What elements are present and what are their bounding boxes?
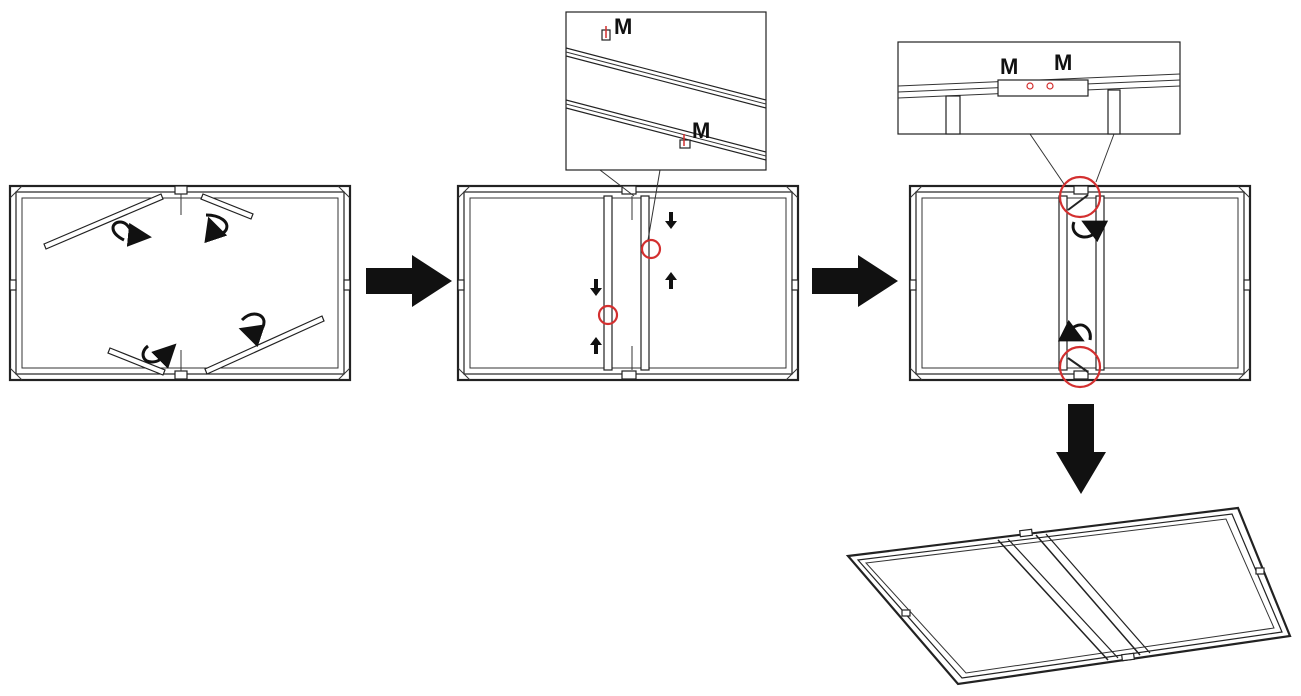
loose-bar-top-left	[43, 193, 164, 250]
rotate-arrow-icon	[111, 220, 152, 247]
loose-bar-bottom-left	[107, 347, 166, 376]
step-1-frame	[8, 184, 352, 382]
highlight-circle-icon	[1058, 345, 1102, 389]
callout-m-label: M	[1054, 50, 1072, 75]
detail-inset-2: M M	[897, 41, 1181, 135]
callout-m-label: M	[692, 118, 710, 143]
loose-bar-top-right	[200, 193, 254, 220]
callout-m-label: M	[1000, 54, 1018, 79]
push-arrow-icon	[590, 212, 677, 354]
assembly-arrow-down-icon	[1056, 404, 1106, 494]
assembly-arrow-right-icon	[366, 255, 452, 307]
rotate-arrow-icon	[1057, 319, 1092, 342]
rotate-arrow-icon	[238, 312, 266, 348]
detail-inset-1: M M	[565, 11, 767, 171]
step-3-frame	[908, 133, 1252, 389]
highlight-circle-icon	[1058, 175, 1102, 219]
rotate-arrow-icon	[204, 213, 229, 244]
highlight-circle-icon	[640, 238, 662, 260]
callout-m-label: M	[614, 14, 632, 39]
step-2-frame	[456, 169, 800, 382]
rotate-arrow-icon	[141, 343, 177, 369]
assembly-arrow-right-icon	[812, 255, 898, 307]
highlight-circle-icon	[597, 304, 619, 326]
step-4-assembled-frame	[845, 506, 1292, 686]
rotate-arrow-icon	[1071, 220, 1109, 243]
